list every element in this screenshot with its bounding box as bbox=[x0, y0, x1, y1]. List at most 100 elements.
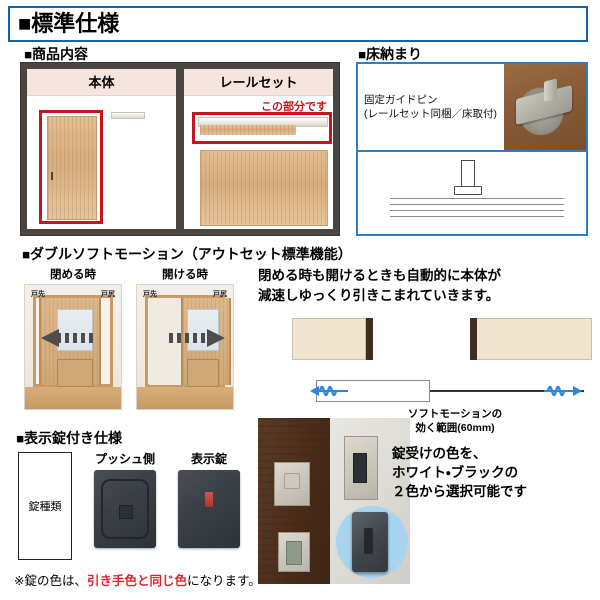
door-motion-open-floor bbox=[137, 387, 233, 409]
body-door-handle bbox=[51, 172, 53, 180]
door-motion-open: 開ける時 戸先 戸尻 bbox=[136, 266, 234, 410]
lock-item-indicator-plate bbox=[178, 470, 240, 548]
range-caption-line2: 効く範囲(60mm) bbox=[415, 421, 495, 434]
guide-pin-post bbox=[461, 160, 475, 189]
page-title-banner: ■標準仕様 bbox=[8, 6, 588, 42]
lock-type-label: 錠種類 bbox=[28, 501, 62, 513]
photo-dark-lock-plate bbox=[274, 462, 310, 506]
indicator-window-icon bbox=[205, 491, 213, 507]
soft-motion-heading-text: ダブルソフトモーション（アウトセット標準機能） bbox=[30, 246, 352, 262]
lock-closeup-slot-icon bbox=[364, 528, 373, 554]
guide-pin-section-icon bbox=[454, 160, 482, 195]
push-button-center-icon bbox=[119, 505, 133, 520]
soft-motion-marker-icon: ■ bbox=[22, 247, 31, 262]
lock-bottom-note: ※錠の色は、引き手色と同じ色になります。 bbox=[14, 570, 261, 589]
railset-door-top bbox=[200, 125, 296, 135]
guide-pin-caption-line1: 固定ガイドピン bbox=[364, 93, 438, 106]
soft-motion-description: 閉める時も開けるときも自動的に本体が 減速しゆっくり引きこまれていきます。 bbox=[258, 266, 598, 305]
door-motion-close-label-left: 戸先 bbox=[31, 291, 45, 298]
range-panel-left-edge bbox=[366, 318, 373, 360]
body-highlight-box bbox=[39, 110, 103, 224]
railset-red-note: この部分です bbox=[261, 101, 327, 113]
door-motion-open-lower-panel bbox=[187, 359, 219, 387]
lock-item-push: プッシュ側 bbox=[94, 450, 156, 548]
floor-hatch-lines bbox=[390, 198, 564, 222]
goods-content-box: 本体 レールセット この部分です bbox=[20, 62, 340, 236]
range-panel-right-edge bbox=[470, 318, 477, 360]
lock-color-note-line1: 錠受けの色を、 bbox=[392, 446, 487, 461]
lock-item-push-plate bbox=[94, 470, 156, 548]
body-door-panel bbox=[47, 116, 97, 220]
bottom-note-suffix: になります。 bbox=[187, 574, 261, 588]
lock-item-indicator: 表示錠 bbox=[178, 450, 240, 548]
guide-pin-caption-line2: (レールセット同梱／床取付) bbox=[364, 108, 497, 120]
section-heading-floor: ■床納まり bbox=[358, 44, 422, 64]
goods-card-body-caption: 本体 bbox=[27, 69, 176, 96]
floor-marker-icon: ■ bbox=[358, 47, 367, 62]
title-marker-icon: ■ bbox=[18, 11, 32, 36]
door-motion-close-arrow-left bbox=[41, 329, 97, 347]
lock-color-note-line3: ２色から選択可能です bbox=[392, 484, 527, 500]
door-motion-open-title: 開ける時 bbox=[162, 269, 208, 281]
goods-card-railset: レールセット この部分です bbox=[184, 69, 333, 229]
photo-dark-lock-plate-2 bbox=[278, 532, 310, 572]
door-motion-close: 閉める時 戸先 戸尻 bbox=[24, 266, 122, 410]
photo-light-lock-plate bbox=[344, 436, 378, 500]
guide-pin-caption: 固定ガイドピン (レールセット同梱／床取付) bbox=[358, 64, 504, 150]
soft-motion-range-diagram: ソフトモーションの 効く範囲(60mm) bbox=[292, 318, 592, 434]
floor-section-drawing bbox=[358, 152, 586, 234]
range-panel-right bbox=[470, 318, 592, 360]
page-title: ■標準仕様 bbox=[10, 13, 119, 35]
door-motion-figures: 閉める時 戸先 戸尻 開ける時 戸先 戸尻 bbox=[24, 266, 234, 410]
goods-heading-text: 商品内容 bbox=[32, 46, 89, 62]
soft-motion-description-line2: 減速しゆっくり引きこまれていきます。 bbox=[258, 287, 500, 303]
range-panel-left bbox=[292, 318, 366, 360]
goods-card-body-figure bbox=[27, 96, 176, 229]
range-coil-right-icon bbox=[542, 380, 582, 402]
soft-motion-description-line1: 閉める時も開けるときも自動的に本体が bbox=[258, 268, 501, 283]
lock-type-box: 錠種類 bbox=[18, 452, 72, 560]
goods-card-body: 本体 bbox=[27, 69, 176, 229]
goods-card-railset-caption: レールセット bbox=[184, 69, 333, 96]
range-measure-line bbox=[316, 390, 584, 392]
push-button-outline-icon bbox=[101, 479, 149, 539]
range-caption-line1: ソフトモーションの bbox=[407, 408, 503, 420]
body-rail-piece bbox=[111, 112, 145, 119]
door-motion-open-arrow-right bbox=[165, 329, 225, 347]
door-motion-open-card: 戸先 戸尻 bbox=[136, 284, 234, 410]
door-motion-close-title: 閉める時 bbox=[50, 269, 96, 281]
floor-heading-text: 床納まり bbox=[366, 46, 423, 62]
lock-item-indicator-label: 表示錠 bbox=[190, 452, 227, 466]
section-heading-lock: ■表示錠付き仕様 bbox=[16, 428, 122, 448]
range-coil-left-icon bbox=[310, 380, 350, 402]
lock-marker-icon: ■ bbox=[16, 431, 25, 446]
lock-closeup-inset bbox=[336, 506, 408, 578]
door-motion-close-lower-panel bbox=[57, 359, 93, 387]
railset-highlight-box bbox=[192, 112, 332, 144]
lock-closeup-body bbox=[352, 512, 388, 572]
goods-marker-icon: ■ bbox=[24, 47, 33, 62]
bottom-note-highlight: 引き手色と同じ色 bbox=[86, 574, 187, 588]
photo-dark-door bbox=[258, 418, 330, 584]
door-motion-close-label-right: 戸尻 bbox=[101, 291, 115, 298]
goods-card-railset-figure: この部分です bbox=[184, 96, 333, 229]
section-heading-goods: ■商品内容 bbox=[24, 44, 88, 64]
bottom-note-prefix: ※錠の色は、 bbox=[14, 574, 87, 588]
door-motion-close-floor bbox=[25, 387, 121, 409]
door-motion-open-label-right: 戸尻 bbox=[213, 291, 227, 298]
railset-door-panel bbox=[200, 150, 328, 226]
lock-color-note-line2: ホワイト・ブラックの bbox=[392, 465, 519, 481]
door-motion-close-card: 戸先 戸尻 bbox=[24, 284, 122, 410]
floor-top-row: 固定ガイドピン (レールセット同梱／床取付) bbox=[358, 64, 586, 152]
soft-motion-range-caption: ソフトモーションの 効く範囲(60mm) bbox=[340, 408, 570, 435]
floor-fitting-box: 固定ガイドピン (レールセット同梱／床取付) bbox=[356, 62, 588, 236]
section-heading-soft-motion: ■ダブルソフトモーション（アウトセット標準機能） bbox=[22, 244, 352, 264]
lock-installation-photo bbox=[258, 418, 410, 584]
guide-pin-stud bbox=[544, 78, 557, 102]
guide-pin-photo bbox=[504, 64, 586, 150]
lock-item-push-label: プッシュ側 bbox=[94, 452, 155, 466]
page-title-text: 標準仕様 bbox=[31, 11, 120, 36]
lock-heading-text: 表示錠付き仕様 bbox=[24, 430, 123, 446]
guide-pin-base bbox=[454, 186, 482, 195]
